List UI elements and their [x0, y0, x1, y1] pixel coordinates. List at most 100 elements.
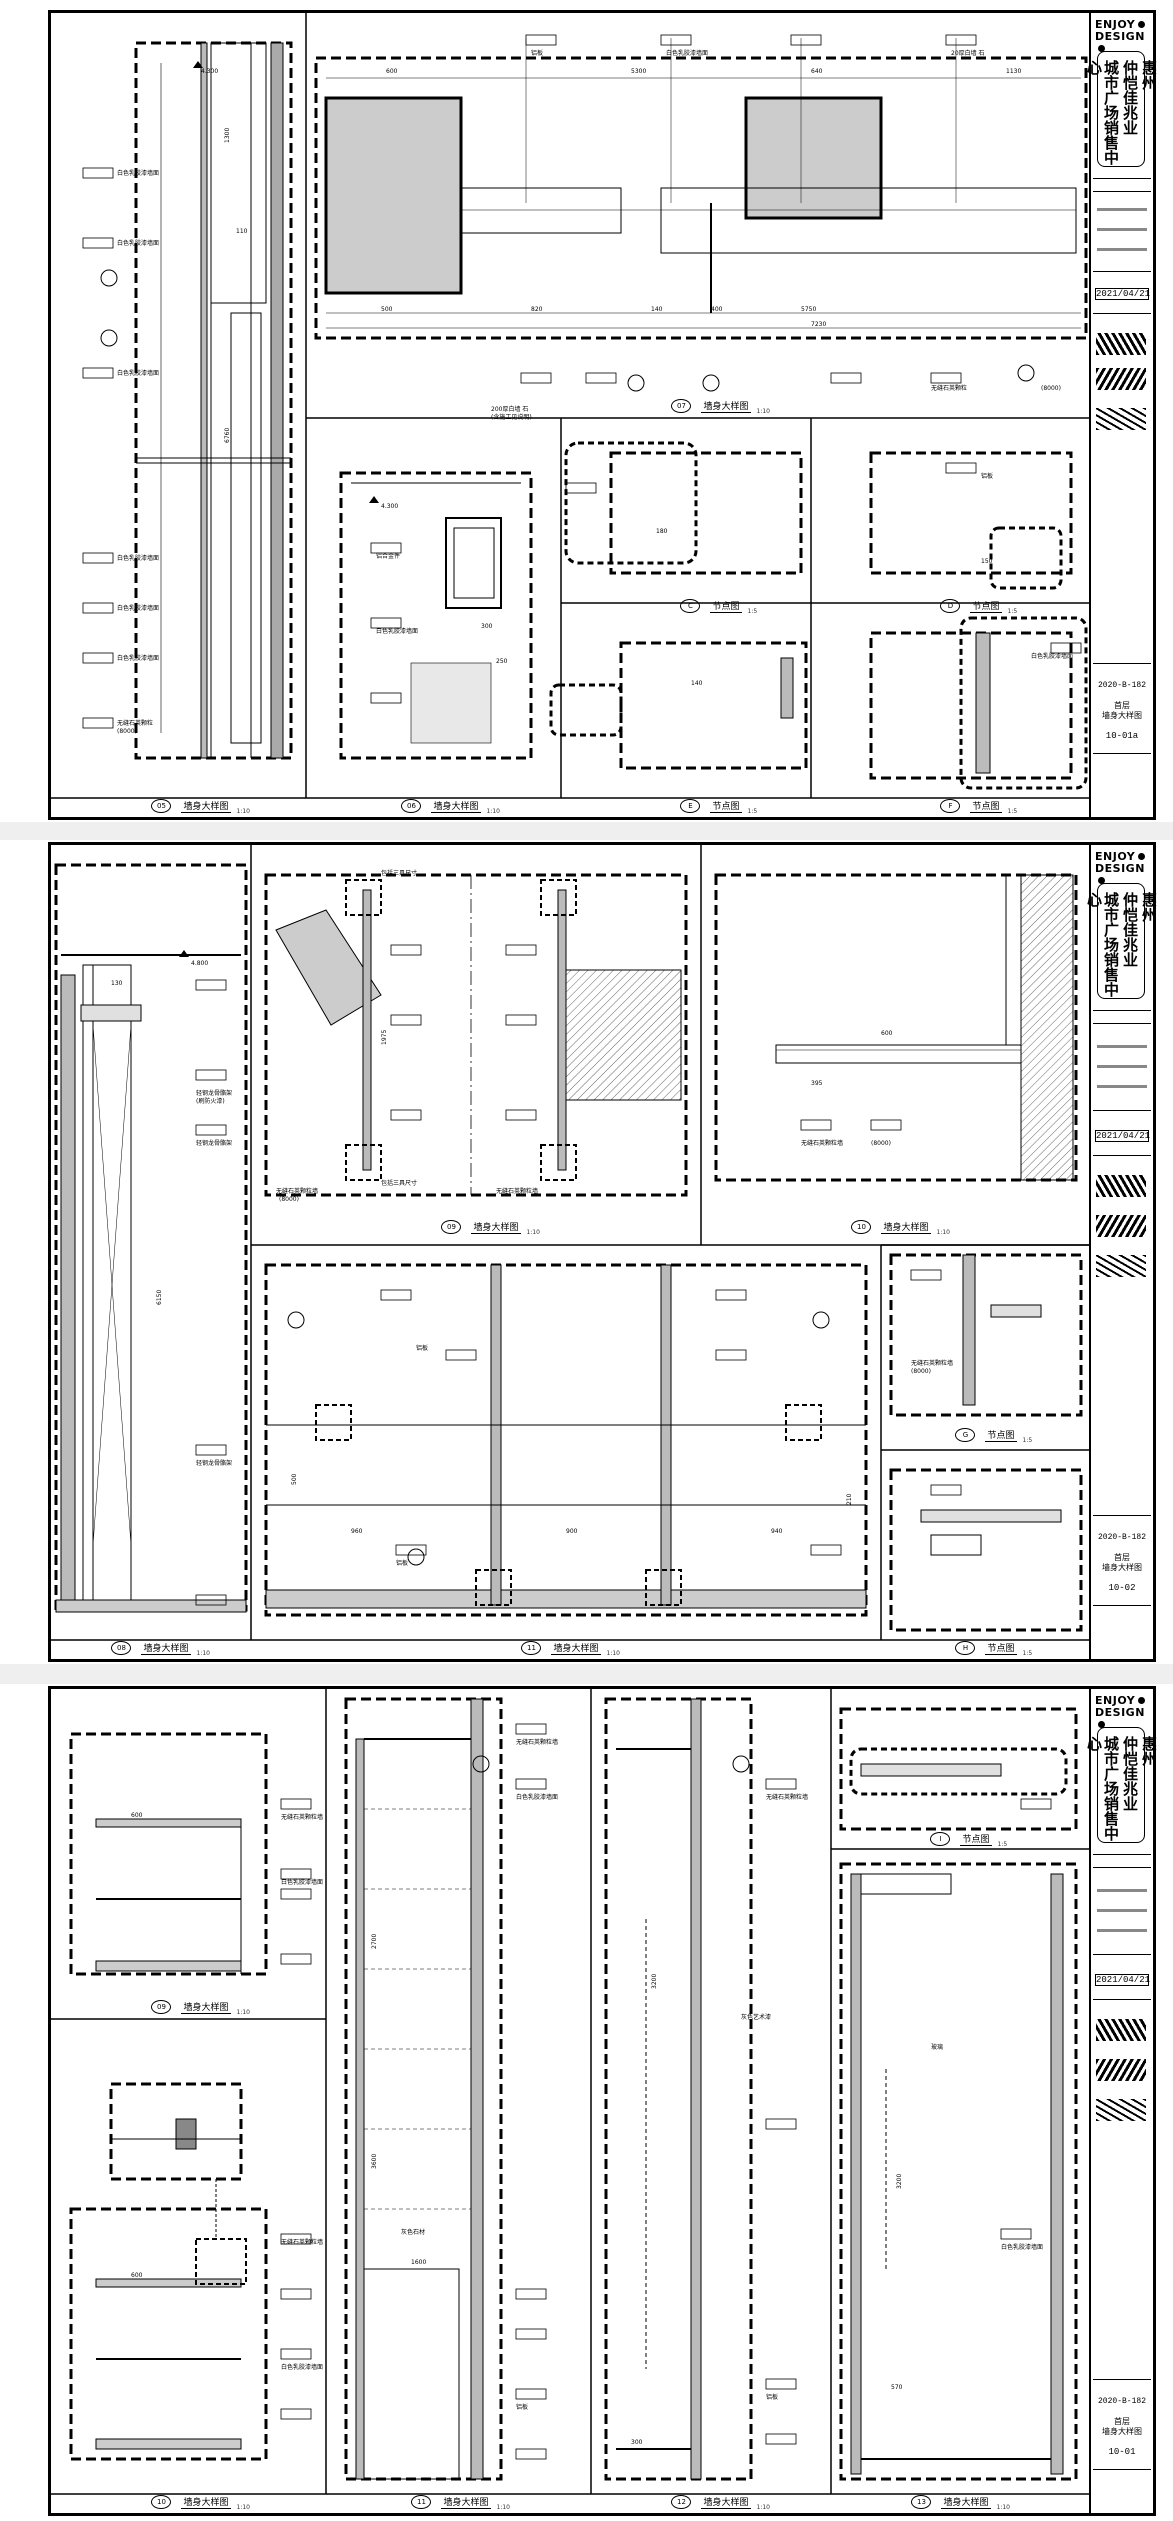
caption-number: H: [955, 1641, 976, 1655]
issue-date: 2021/04/21: [1095, 288, 1151, 300]
note-label: 白色乳胶漆墙面: [1031, 652, 1073, 660]
drawing-sheet-1: 4.300 4.300 600 5300 640 1130 500 820 57…: [48, 10, 1158, 820]
dim-label: 130: [111, 980, 123, 987]
signature-stamp: [1096, 333, 1146, 355]
note-label: 铝板: [981, 472, 993, 480]
note-label: 白色乳胶漆墙面: [376, 627, 418, 635]
note-label: 铝板: [766, 2393, 778, 2401]
dim-label: 640: [811, 68, 823, 75]
project-name: 惠州仲恺佳兆业城市广场销售中心: [1085, 883, 1158, 999]
note-label: 铝板: [416, 1344, 428, 1352]
note-label: 玻璃: [931, 2043, 943, 2051]
caption-number: D: [940, 599, 961, 613]
note-label: 轻钢龙骨骼架: [196, 1459, 232, 1467]
sheet-name: 首层墙身大样图: [1102, 2417, 1142, 2436]
signature-stamp: [1096, 368, 1146, 390]
note-label: 无缝石英颗粒墙: [281, 2238, 323, 2246]
elevation-label: 4.800: [191, 960, 208, 967]
dim-label: 2700: [371, 1934, 378, 1949]
caption-number: 12: [671, 2495, 692, 2509]
note-label: 无缝石英颗粒墙: [496, 1187, 538, 1195]
caption-number: 11: [521, 1641, 542, 1655]
note-label: 无缝石英颗粒: [117, 719, 153, 727]
dim-label: 140: [691, 680, 703, 687]
project-name: 惠州仲恺佳兆业城市广场销售中心: [1085, 51, 1158, 167]
issue-date: 2021/04/21: [1095, 1974, 1151, 1986]
sheet-3-linework: 600 600 2700 3600 1600 3200 570 300 3200…: [51, 1689, 1091, 2495]
dim-label: 1600: [411, 2259, 426, 2266]
caption-number: 10: [851, 1220, 872, 1234]
note-label: 无缝石英颗粒墙: [801, 1139, 843, 1147]
note-label: 轻钢龙骨骼架: [196, 1139, 232, 1147]
dim-label: 395: [811, 1080, 823, 1087]
dim-label: 820: [531, 306, 543, 313]
dim-label: 600: [131, 1812, 143, 1819]
note-label: 20厚白墙 石: [951, 49, 985, 57]
note-label: (含施工见说明): [491, 413, 532, 421]
project-number: 2020-B-182: [1097, 1533, 1146, 1542]
sheet-number: 10-01a: [1105, 731, 1139, 741]
dim-label: 940: [771, 1528, 783, 1535]
sheet-name: 首层墙身大样图: [1102, 701, 1142, 720]
signature-stamp: [1096, 2019, 1146, 2041]
dim-label: 300: [631, 2439, 643, 2446]
dim-label: 1975: [381, 1030, 388, 1045]
dim-label: 500: [291, 1473, 298, 1485]
caption-number: 09: [441, 1220, 462, 1234]
issue-date: 2021/04/21: [1095, 1130, 1151, 1142]
signature-stamp: [1096, 1175, 1146, 1197]
signature-stamp: [1096, 2099, 1146, 2121]
dim-label: 300: [481, 623, 493, 630]
dim-label: 250: [496, 658, 508, 665]
caption-number: E: [680, 799, 701, 813]
note-label: 200厚白墙 石: [491, 405, 528, 413]
dim-label: 3200: [651, 1974, 658, 1989]
dim-label: 570: [891, 2384, 903, 2391]
note-label: (8000): [911, 1368, 931, 1375]
dim-label: 5300: [631, 68, 646, 75]
note-label: 无缝石英颗粒墙: [911, 1359, 953, 1367]
note-label: 无缝石英颗粒: [931, 384, 967, 392]
note-label: (8000): [279, 1196, 299, 1203]
project-number: 2020-B-182: [1097, 681, 1146, 690]
signature-stamp: [1096, 2059, 1146, 2081]
dim-label: 3200: [896, 2174, 903, 2189]
elevation-label: 4.300: [201, 68, 218, 75]
dim-label: 110: [236, 228, 248, 235]
dim-label: 3600: [371, 2154, 378, 2169]
sheet-number: 10-01: [1108, 2447, 1136, 2457]
dim-label: 150: [981, 558, 993, 565]
drawing-sheet-2: 4.800 130 6150 1975 600 395 960 900 500 …: [48, 842, 1158, 1662]
dim-label: 600: [131, 2272, 143, 2279]
dim-label: 6760: [224, 428, 231, 443]
note-label: 轻钢龙骨骼架: [196, 1089, 232, 1097]
dim-label: 210: [846, 1493, 853, 1505]
caption-number: 11: [411, 2495, 432, 2509]
note-label: 白色乳胶漆墙面: [117, 654, 159, 662]
caption-number: 09: [151, 2000, 172, 2014]
sheet-name: 首层墙身大样图: [1102, 1553, 1142, 1572]
caption-number: 13: [911, 2495, 932, 2509]
note-label: 白色乳胶漆墙面: [1001, 2243, 1043, 2251]
